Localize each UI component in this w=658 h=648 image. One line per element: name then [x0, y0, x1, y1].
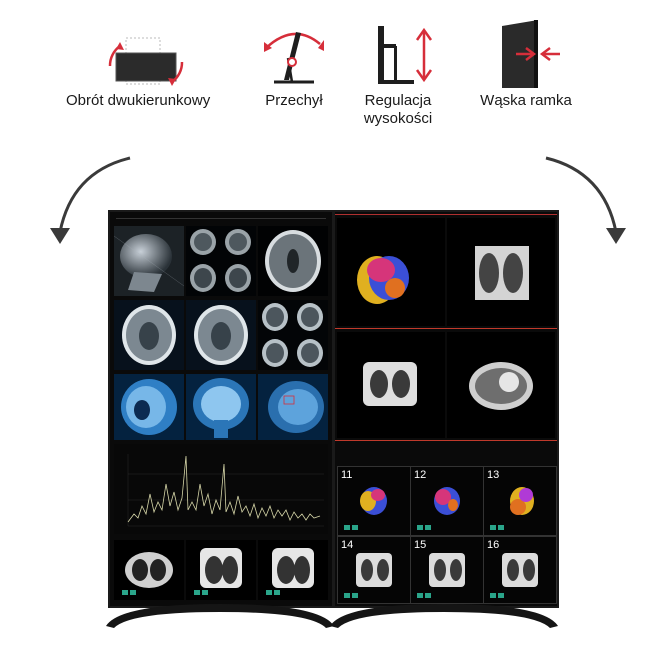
tile-12[interactable]: 12: [410, 466, 484, 536]
tile-number: 16: [487, 539, 500, 551]
monitor-left: [108, 210, 334, 608]
signal-graph: [114, 444, 328, 534]
brain-mri-2: [186, 300, 256, 370]
chest-xray-view: [447, 218, 555, 326]
tile-11[interactable]: 11: [337, 466, 411, 536]
tile-number: 11: [341, 469, 353, 481]
brain-slices-grid: [186, 226, 256, 296]
brain-mri-1: [114, 300, 184, 370]
feature-label-tilt: Przechył: [265, 92, 323, 109]
feature-height: Regulacja wysokości: [348, 18, 448, 128]
abdomen-ct-view: [447, 332, 555, 438]
brain-mri-blue-2: [186, 374, 256, 440]
pivot-rotation-icon: [88, 18, 188, 92]
brain-mri-blue-1: [114, 374, 184, 440]
viewer-header-bar: [116, 214, 326, 219]
tile-number: 12: [414, 469, 427, 481]
viewer-row-separator-1: [335, 328, 557, 329]
feature-label-narrow-bezel: Wąska ramka: [480, 92, 572, 109]
curved-arrow-left-icon: [50, 156, 131, 244]
tile-16[interactable]: 16: [483, 536, 557, 604]
tilt-icon: [244, 18, 344, 92]
brain-axial-ct: [258, 226, 328, 296]
tile-15[interactable]: 15: [410, 536, 484, 604]
feature-label-height-line2: wysokości: [363, 110, 433, 127]
viewer-top-separator: [335, 214, 557, 215]
heart-3d-view: [337, 218, 445, 326]
narrow-bezel-icon: [476, 18, 576, 92]
monitor-stand-left: [106, 604, 334, 628]
feature-tilt: Przechył: [244, 18, 344, 110]
tile-13[interactable]: 13: [483, 466, 557, 536]
tile-14[interactable]: 14: [337, 536, 411, 604]
tile-number: 13: [487, 469, 500, 481]
feature-label-height-line1: Regulacja: [364, 92, 432, 109]
brain-mri-blue-3: [258, 374, 328, 440]
tile-number: 15: [414, 539, 427, 551]
skull-xray-image: [114, 226, 184, 296]
viewer-row-separator-2: [335, 440, 557, 441]
chest-ct-2: [186, 540, 256, 600]
chest-ct-1: [114, 540, 184, 600]
chest-ct-3: [258, 540, 328, 600]
monitor-right: 11 12 13 14: [333, 210, 559, 608]
feature-pivot: Obrót dwukierunkowy: [66, 18, 210, 110]
tile-number: 14: [341, 539, 354, 551]
chest-ct-view: [337, 332, 445, 438]
curved-arrow-right-icon: [545, 156, 626, 244]
feature-label-height: Regulacja wysokości: [364, 92, 432, 128]
height-adjust-icon: [348, 18, 448, 92]
brain-mri-thumbnails: [258, 300, 328, 370]
feature-label-pivot: Obrót dwukierunkowy: [66, 92, 211, 109]
monitor-stand-right: [330, 604, 558, 628]
feature-narrow-bezel: Wąska ramka: [476, 18, 576, 110]
